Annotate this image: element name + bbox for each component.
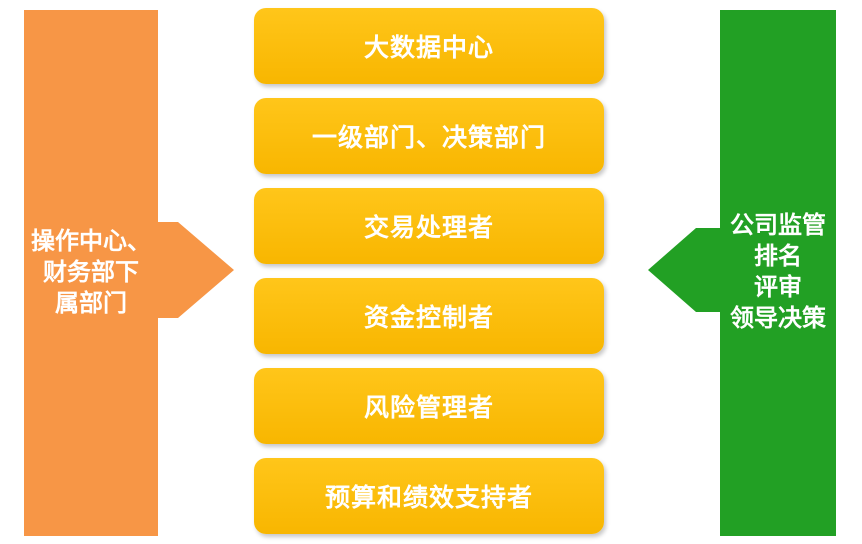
- box-budget-performance-supporter: 预算和绩效支持者: [254, 458, 604, 534]
- box-big-data-center: 大数据中心: [254, 8, 604, 84]
- role-box-column: 大数据中心 一级部门、决策部门 交易处理者 资金控制者 风险管理者 预算和绩效支…: [254, 8, 604, 534]
- box-first-level-departments: 一级部门、决策部门: [254, 98, 604, 174]
- right-arrow-shape: [648, 10, 836, 536]
- right-arrow-polygon: [648, 10, 836, 536]
- box-risk-manager: 风险管理者: [254, 368, 604, 444]
- box-transaction-processor: 交易处理者: [254, 188, 604, 264]
- left-panel-text: 操作中心、 财务部下 属部门: [31, 227, 151, 317]
- box-fund-controller: 资金控制者: [254, 278, 604, 354]
- left-arrow-shape: [24, 10, 234, 536]
- left-arrow-polygon: [24, 10, 234, 536]
- right-panel-text: 公司监管 排名 评审 领导决策: [730, 211, 826, 332]
